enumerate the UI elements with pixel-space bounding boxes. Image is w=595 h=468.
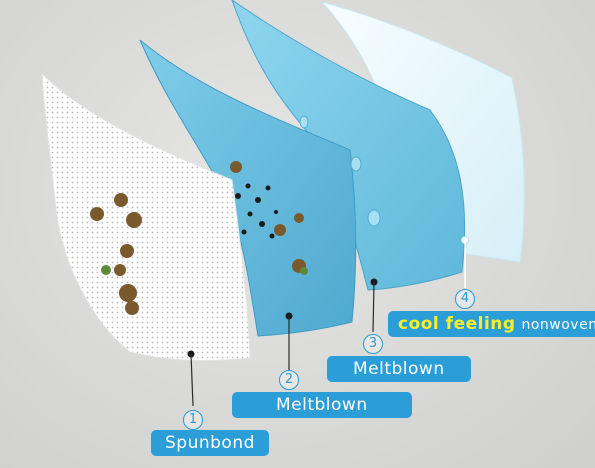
layer-label-cool-feeling-nonwoven: cool feeling nonwoven [388, 311, 595, 337]
pointer-line-1 [190, 353, 194, 407]
layer-number-2: 2 [279, 370, 299, 390]
layer-label-meltblown-2: Meltblown [232, 392, 412, 418]
layer-number-1: 1 [183, 410, 203, 430]
pointer-lines [187, 236, 469, 407]
layer-3-meltblown-sheet [231, 0, 466, 291]
black-particles [235, 183, 278, 239]
pointer-line-3 [372, 281, 375, 333]
layer-number-3: 3 [363, 334, 383, 354]
layer-label-spunbond: Spunbond [151, 430, 269, 456]
layer-number-4: 4 [455, 289, 475, 309]
layer-3-bumps [299, 115, 381, 227]
particle-cluster [90, 161, 306, 315]
layer-1-spunbond-sheet [41, 72, 251, 361]
label-rest-text: nonwoven [521, 317, 595, 333]
green-particles [101, 265, 308, 275]
layer-label-meltblown-3: Meltblown [327, 356, 471, 382]
label-highlight-text: cool feeling [398, 314, 516, 334]
